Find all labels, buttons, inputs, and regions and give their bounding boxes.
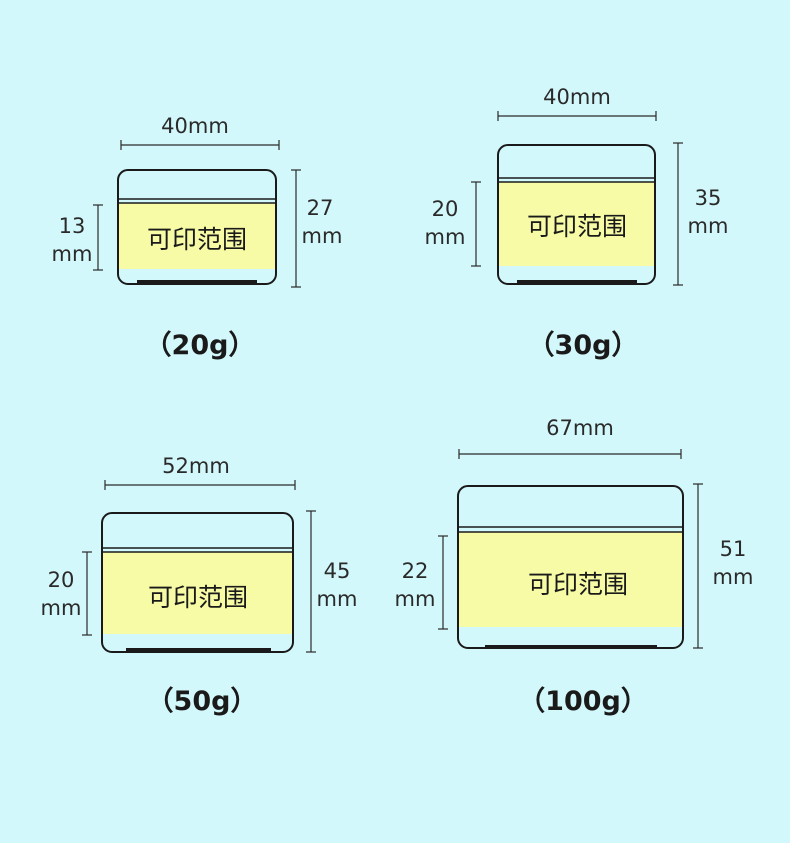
- print-area-label: 可印范围: [527, 212, 627, 241]
- jar-100g: 67mm 可印范围 51 mm 22 mm （100g）: [395, 416, 754, 717]
- print-area: [459, 532, 682, 627]
- print-area-label: 可印范围: [528, 570, 628, 599]
- jar-caption: （30g）: [528, 330, 639, 361]
- print-height-dimension: [438, 535, 448, 630]
- height-dimension: [306, 510, 316, 653]
- width-label: 40mm: [543, 85, 611, 109]
- height-label-value: 35: [695, 186, 722, 210]
- height-dimension: [693, 483, 703, 649]
- jar-30g: 40mm 可印范围 35 mm 20 mm （30g）: [425, 85, 729, 361]
- height-label-unit: mm: [688, 214, 729, 238]
- print-area-label: 可印范围: [147, 225, 247, 254]
- jar-caption: （50g）: [147, 686, 258, 717]
- height-label-unit: mm: [302, 224, 343, 248]
- print-height-label-value: 20: [432, 197, 459, 221]
- jar-20g: 40mm 可印范围 27 mm 13 mm （20g）: [52, 114, 343, 361]
- print-height-label-value: 22: [402, 559, 429, 583]
- print-height-label-unit: mm: [41, 596, 82, 620]
- height-label-value: 27: [307, 196, 334, 220]
- width-dimension: [104, 480, 296, 490]
- height-label-unit: mm: [713, 565, 754, 589]
- width-label: 40mm: [161, 114, 229, 138]
- print-height-dimension: [471, 181, 481, 267]
- width-label: 52mm: [162, 454, 230, 478]
- print-area: [103, 552, 292, 634]
- print-height-label-unit: mm: [425, 225, 466, 249]
- print-height-label-unit: mm: [52, 242, 93, 266]
- print-height-dimension: [82, 551, 92, 636]
- jar-caption: （100g）: [518, 686, 648, 717]
- width-dimension: [497, 111, 657, 121]
- print-area: [119, 203, 275, 269]
- height-dimension: [291, 169, 301, 288]
- height-label-unit: mm: [317, 587, 358, 611]
- height-dimension: [673, 142, 683, 286]
- print-height-dimension: [93, 204, 103, 271]
- width-label: 67mm: [546, 416, 614, 440]
- print-area-label: 可印范围: [148, 583, 248, 612]
- jar-50g: 52mm 可印范围 45 mm 20 mm （50g）: [41, 454, 358, 717]
- height-label-value: 45: [324, 559, 351, 583]
- print-area: [499, 182, 654, 266]
- height-label-value: 51: [720, 537, 747, 561]
- print-height-label-unit: mm: [395, 587, 436, 611]
- print-height-label-value: 20: [48, 568, 75, 592]
- width-dimension: [120, 140, 280, 150]
- jar-caption: （20g）: [145, 330, 256, 361]
- width-dimension: [458, 449, 682, 459]
- print-height-label-value: 13: [59, 214, 86, 238]
